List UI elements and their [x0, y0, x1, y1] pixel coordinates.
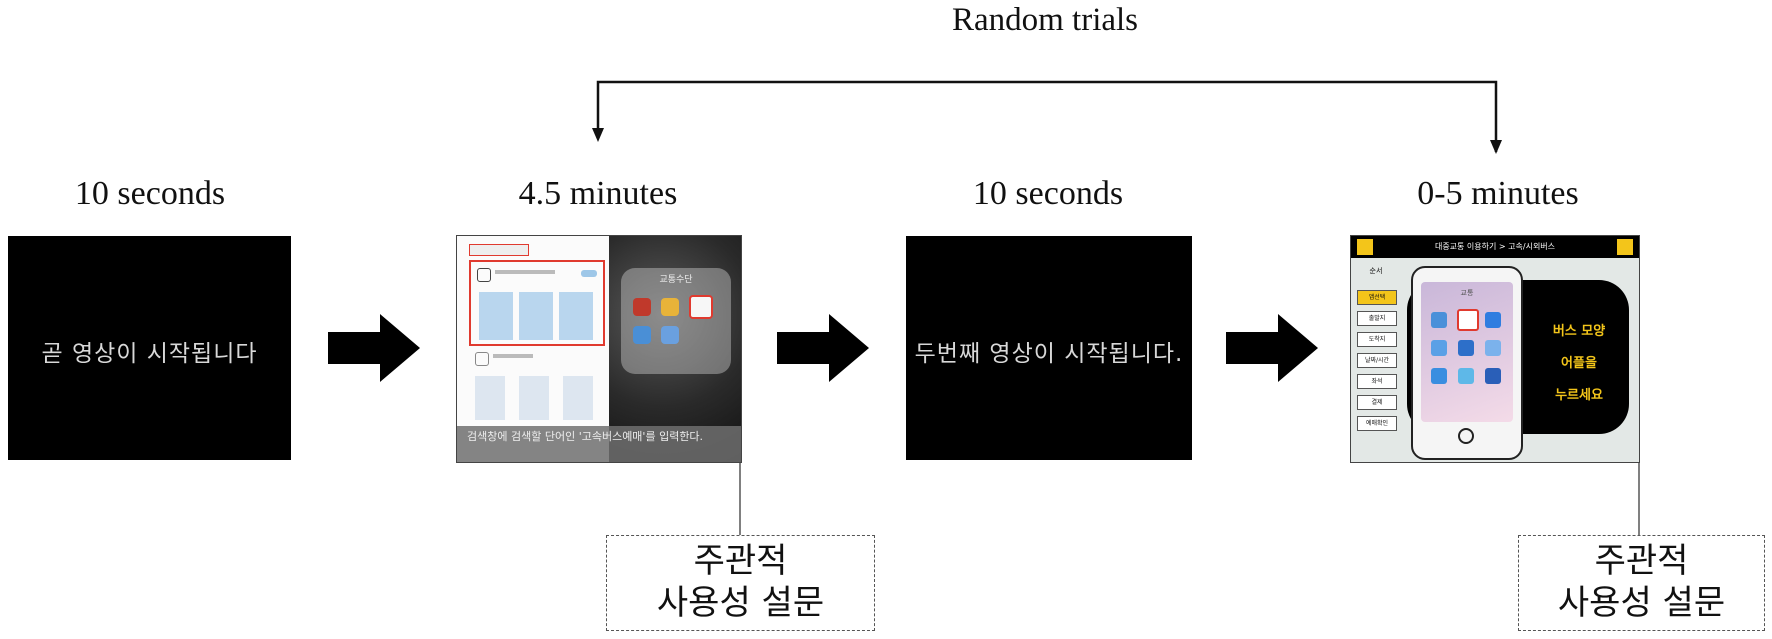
screen-text-step-1: 곧 영상이 시작됩니다 — [41, 341, 258, 367]
kiosk-instruction-line-3: 누르세요 — [1555, 388, 1603, 403]
survey-box-2-line-1: 주관적 — [1594, 541, 1689, 581]
app-folder: 교통수단 — [621, 268, 731, 374]
flow-arrow-3 — [1226, 314, 1318, 382]
survey-box-1-line-2: 사용성 설문 — [656, 583, 825, 623]
kiosk-menu-item: 앱선택 — [1357, 290, 1397, 305]
survey-box-2: 주관적 사용성 설문 — [1518, 535, 1765, 631]
kiosk-menu-title: 순서 — [1369, 267, 1383, 275]
bus-app-icon-highlight — [689, 295, 713, 319]
survey-box-2-line-2: 사용성 설문 — [1557, 583, 1726, 623]
kiosk-menu-item: 결제 — [1357, 395, 1397, 410]
survey-box-1: 주관적 사용성 설문 — [606, 535, 875, 631]
loop-arrowhead-left — [592, 128, 604, 142]
get-button — [581, 270, 597, 277]
app-store-caption: 검색창에 검색할 단어인 '고속버스예매'를 입력한다. — [457, 426, 741, 462]
search-bar-highlight — [469, 244, 529, 256]
duration-step-4: 0-5 minutes — [1417, 175, 1579, 212]
black-screen-step-3: 두번째 영상이 시작됩니다. — [906, 236, 1192, 460]
duration-step-3: 10 seconds — [972, 175, 1124, 212]
kiosk-next-arrow-icon — [1617, 239, 1633, 255]
kiosk-prev-arrow-icon — [1357, 239, 1373, 255]
kiosk-folder-label: 교통 — [1460, 289, 1474, 297]
kiosk-menu-item: 예매확인 — [1357, 416, 1397, 431]
survey-box-1-line-1: 주관적 — [693, 541, 788, 581]
app-store-list — [457, 236, 609, 462]
duration-step-1: 10 seconds — [74, 175, 226, 212]
loop-arrowhead-right — [1490, 140, 1502, 154]
flow-arrow-2 — [777, 314, 869, 382]
home-button-icon — [1458, 428, 1474, 444]
kiosk-menu-item: 출발지 — [1357, 311, 1397, 326]
app-result-highlight — [469, 260, 605, 346]
kiosk-screenshot: 대중교통 이용하기 > 고속/시외버스 순서 앱선택 출발지 도착지 날짜/시간… — [1350, 235, 1640, 463]
diagram-title: Random trials — [951, 2, 1139, 38]
kiosk-instruction-line-1: 버스 모양 — [1552, 324, 1606, 339]
flow-arrow-1 — [328, 314, 420, 382]
kiosk-menu-item: 날짜/시간 — [1357, 353, 1397, 368]
phone-screen: 교통 — [1421, 282, 1513, 422]
black-screen-step-1: 곧 영상이 시작됩니다 — [8, 236, 291, 460]
screen-text-step-3: 두번째 영상이 시작됩니다. — [914, 341, 1184, 367]
kiosk-menu-item: 도착지 — [1357, 332, 1397, 347]
kiosk-header: 대중교통 이용하기 > 고속/시외버스 — [1351, 236, 1639, 258]
kiosk-menu-item: 좌석 — [1357, 374, 1397, 389]
folder-label: 교통수단 — [659, 275, 693, 285]
bus-app-icon-highlight — [1457, 309, 1479, 331]
phone-illustration: 교통 — [1411, 266, 1523, 460]
duration-step-2: 4.5 minutes — [518, 175, 678, 212]
app-store-screenshot: 교통수단 검색창에 검색할 단어인 '고속버스예매'를 입력한다. — [456, 235, 742, 463]
home-screen-folder: 교통수단 — [609, 236, 741, 462]
app-icon — [477, 268, 491, 282]
kiosk-instruction-line-2: 어플을 — [1561, 356, 1597, 371]
